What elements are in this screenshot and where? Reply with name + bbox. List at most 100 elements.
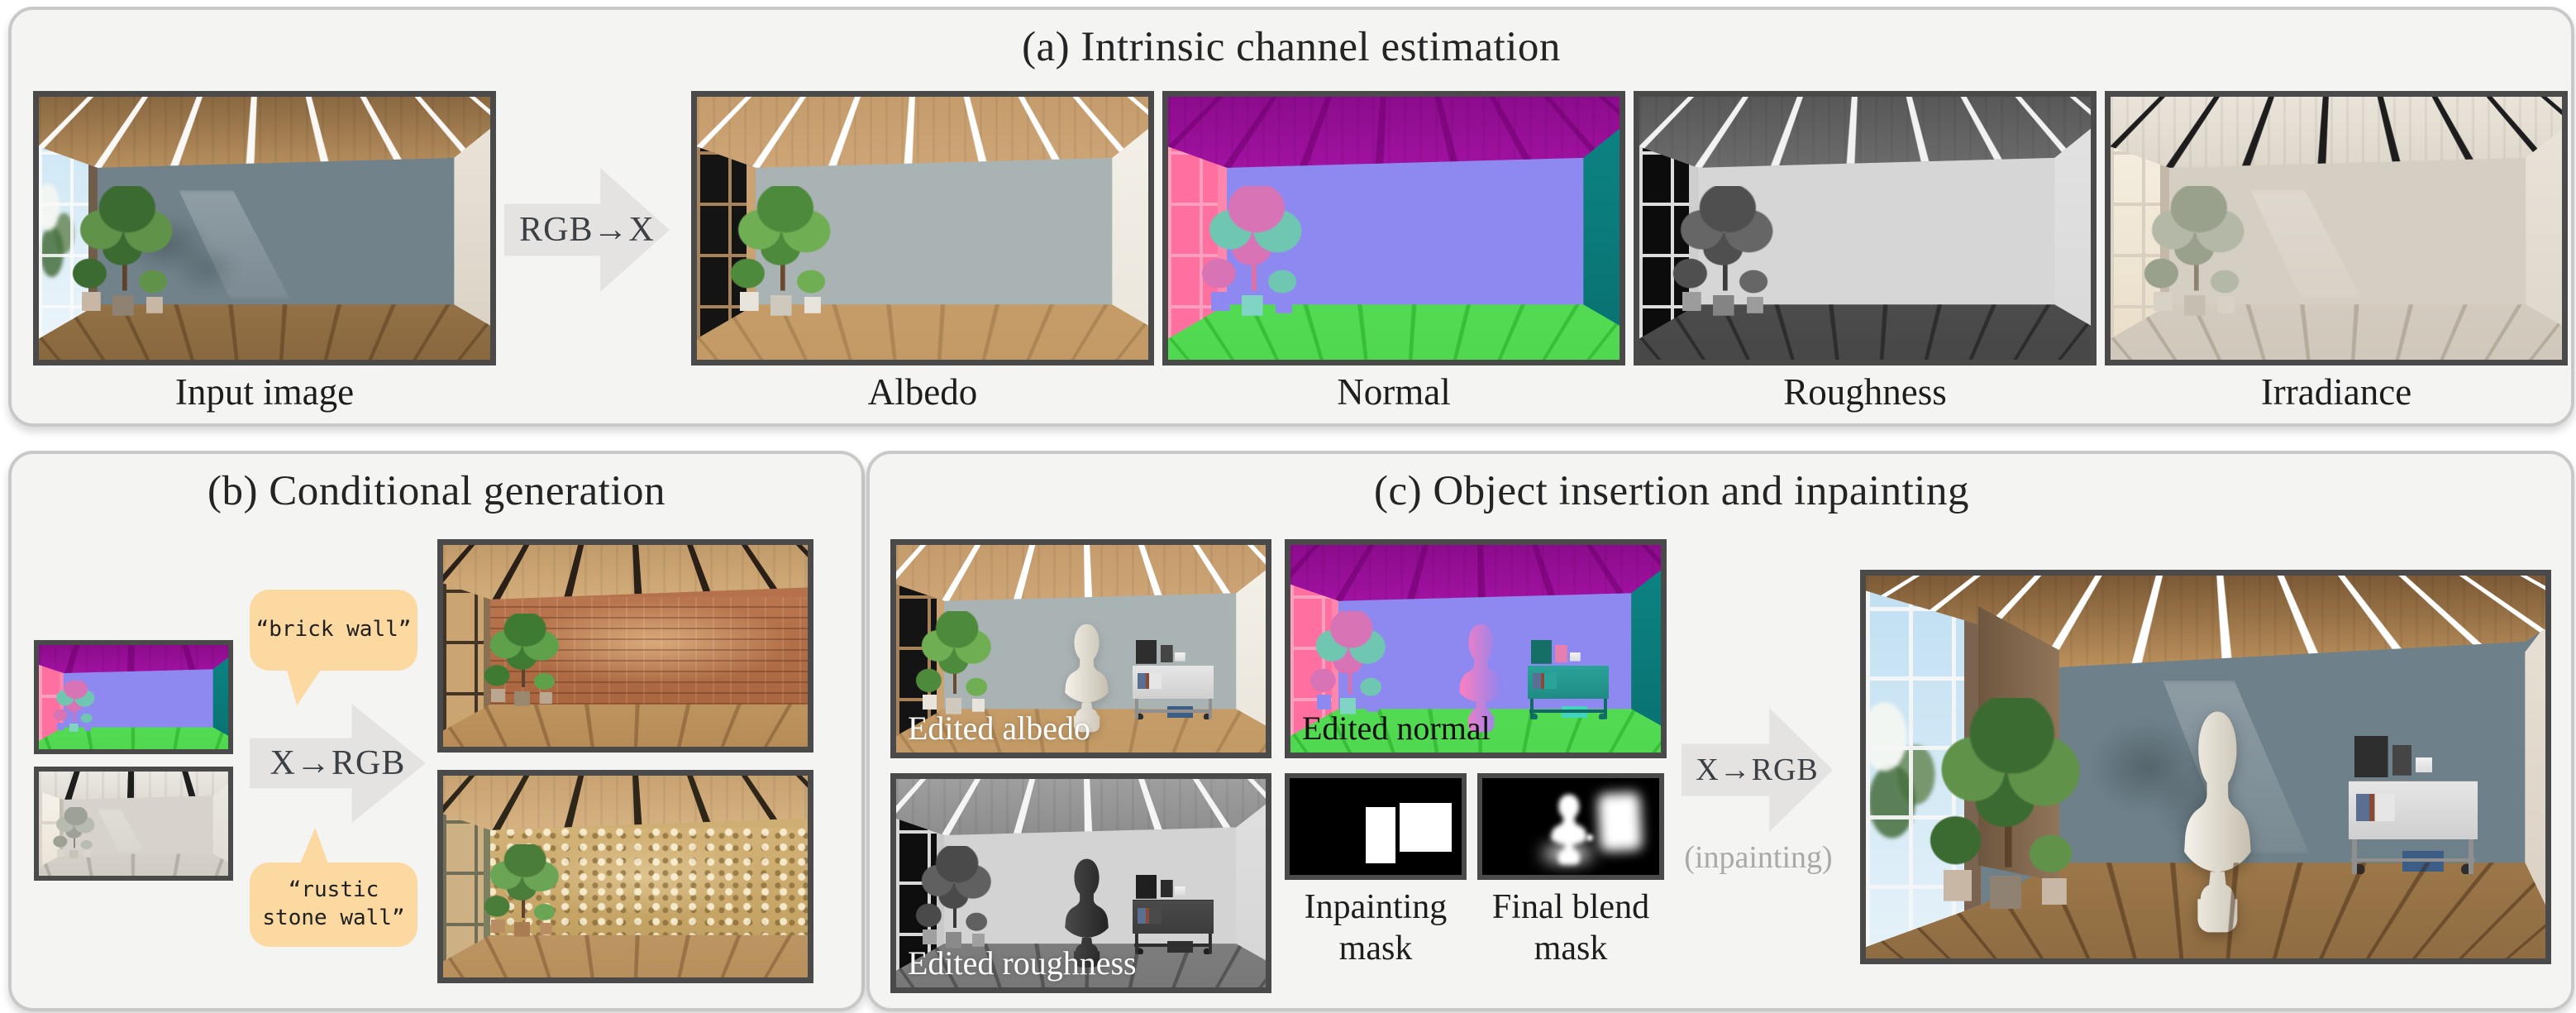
panel-b-title: (b) Conditional generation: [207, 468, 666, 514]
rgb-to-x-arrow: RGB→X: [504, 168, 670, 292]
blend-mask-dot: [1586, 834, 1594, 841]
edited-roughness-image: Edited roughness: [890, 773, 1271, 993]
ceiling: [443, 545, 808, 600]
blend-mask-glow: [1542, 845, 1592, 862]
x-to-rgb-arrow-label: X→RGB: [270, 744, 406, 782]
plant: [723, 186, 842, 323]
irradiance-image: [2105, 91, 2568, 366]
plant: [1195, 186, 1313, 323]
albedo-label: Albedo: [867, 371, 978, 413]
ceiling: [697, 97, 1148, 168]
ceiling: [1639, 97, 2091, 168]
plant: [479, 613, 567, 711]
plant: [910, 845, 1000, 954]
input-image-label: Input image: [174, 371, 355, 413]
final-blend-mask-label: Final blend mask: [1491, 888, 1650, 968]
edited-albedo-image: Edited albedo: [890, 539, 1271, 758]
edited-normal-scene: Edited normal: [1290, 545, 1661, 753]
floor: [443, 704, 808, 747]
inpainting-note: (inpainting): [1684, 840, 1833, 875]
right-wall: [1236, 801, 1266, 965]
plant: [65, 186, 184, 323]
plant: [1920, 698, 2097, 920]
ceiling: [896, 779, 1266, 836]
roughness-room-scene: [1639, 97, 2091, 360]
panel-c-title: (c) Object insertion and inpainting: [1374, 468, 1969, 514]
serving-cart: [1133, 874, 1214, 954]
brick-wall-result-image: [437, 539, 813, 753]
plant: [50, 680, 100, 735]
prompt-bubble-rustic-stone-wall: “rustic stone wall”: [250, 862, 417, 947]
normal-room-scene: [1168, 97, 1620, 360]
right-wall: [2526, 125, 2562, 332]
plant: [50, 806, 100, 862]
irradiance-condition-thumbnail: [34, 767, 233, 881]
right-wall: [1236, 567, 1266, 730]
plant: [1666, 186, 1784, 323]
ceiling: [1290, 545, 1661, 601]
right-wall: [1631, 567, 1661, 730]
edited-albedo-scene: Edited albedo: [896, 545, 1266, 753]
prompt-text-brick-wall: “brick wall”: [255, 617, 412, 643]
irradiance-thumb-scene: [39, 772, 228, 876]
panel-a-intrinsic-estimation: (a) Intrinsic channel estimation RGB→X: [8, 7, 2574, 427]
right-wall: [1583, 125, 1620, 332]
right-wall: [454, 125, 490, 332]
edited-albedo-overlay-label: Edited albedo: [908, 710, 1091, 747]
plant: [2137, 186, 2255, 323]
right-wall: [1112, 125, 1148, 332]
plant: [910, 611, 1000, 719]
input-room-scene: [39, 97, 490, 360]
rgb-to-x-arrow-label: RGB→X: [519, 211, 655, 249]
ceiling: [39, 645, 228, 674]
albedo-image: [691, 91, 1154, 366]
irradiance-label: Irradiance: [2260, 371, 2412, 413]
x-to-rgb-arrow: X→RGB: [250, 704, 426, 823]
normal-label: Normal: [1337, 371, 1451, 413]
final-blend-mask-image: [1477, 773, 1664, 880]
serving-cart: [1133, 640, 1214, 719]
x-to-rgb-inpainting-arrow: X→RGB: [1682, 708, 1833, 832]
plant: [1305, 611, 1395, 719]
prompt-text-rustic-stone-wall: “rustic stone wall”: [262, 877, 405, 930]
normal-thumb-scene: [39, 645, 228, 749]
right-wall: [2525, 625, 2545, 909]
right-wall: [2054, 125, 2091, 332]
edited-roughness-overlay-label: Edited roughness: [908, 944, 1137, 982]
inpainting-mask-image: [1285, 773, 1467, 880]
brick-room-scene: [443, 545, 808, 747]
edited-normal-overlay-label: Edited normal: [1302, 710, 1491, 747]
x-to-rgb-inpainting-arrow-label: X→RGB: [1696, 753, 1819, 787]
albedo-room-scene: [697, 97, 1148, 360]
panel-b-conditional-generation: (b) Conditional generation “br: [8, 451, 865, 1011]
floor: [443, 934, 808, 977]
roughness-image: [1634, 91, 2097, 366]
inpainting-mask-label: Inpainting mask: [1304, 888, 1448, 968]
irradiance-room-scene: [2111, 97, 2562, 360]
serving-cart: [2348, 736, 2478, 875]
bust-statue: [2184, 711, 2251, 933]
blend-mask-cart-region: [1597, 791, 1643, 853]
ceiling: [443, 776, 808, 830]
inpainting-mask-region-1: [1365, 807, 1395, 863]
normal-condition-thumbnail: [34, 640, 233, 754]
serving-cart: [1527, 640, 1610, 719]
ceiling: [1168, 97, 1620, 168]
right-wall: [212, 782, 228, 865]
edited-roughness-scene: Edited roughness: [896, 779, 1266, 987]
stone-room-scene: [443, 776, 808, 977]
panel-c-object-insertion-inpainting: (c) Object insertion and inpainting Edit…: [866, 451, 2574, 1011]
ceiling: [39, 97, 490, 168]
stone-wall-result-image: [437, 770, 813, 983]
normal-image: [1162, 91, 1625, 366]
plant: [479, 843, 567, 942]
prompt-bubble-brick-wall: “brick wall”: [250, 590, 417, 671]
ceiling: [896, 545, 1266, 601]
final-composited-image: [1860, 570, 2551, 964]
roughness-label: Roughness: [1783, 371, 1947, 413]
right-wall: [212, 656, 228, 738]
input-image: [33, 91, 496, 366]
edited-normal-image: Edited normal: [1285, 539, 1667, 758]
panel-a-title: (a) Intrinsic channel estimation: [1022, 24, 1561, 70]
